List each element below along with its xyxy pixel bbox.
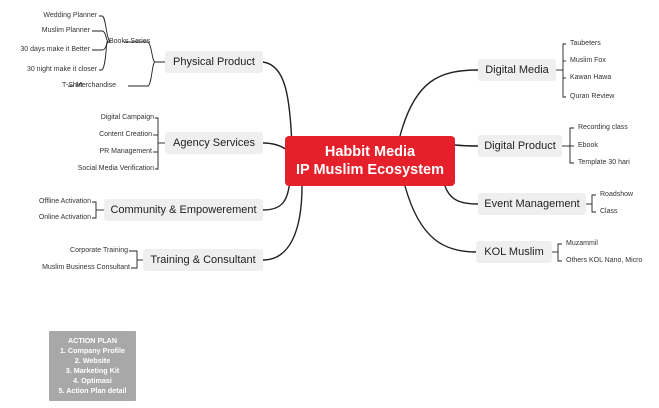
- node-digital-media[interactable]: Digital Media: [478, 59, 556, 81]
- leaf-quran-review[interactable]: Quran Review: [570, 93, 615, 100]
- action-plan-item: 3. Marketing Kit: [65, 366, 120, 375]
- node-physical-product[interactable]: Physical Product: [165, 51, 263, 73]
- node-label: Community & Empowerement: [110, 204, 257, 216]
- leaf-content-creation[interactable]: Content Creation: [99, 131, 152, 138]
- node-label: Physical Product: [173, 56, 255, 68]
- node-event-management[interactable]: Event Management: [478, 193, 586, 215]
- node-digital-product[interactable]: Digital Product: [478, 135, 562, 157]
- central-topic-title: Habbit Media: [324, 144, 416, 160]
- leaf-social-media-verification[interactable]: Social Media Verification: [77, 165, 154, 172]
- leaf-corporate-training[interactable]: Corporate Training: [70, 247, 128, 254]
- leaf-taubeters[interactable]: Taubeters: [570, 40, 601, 47]
- node-community-empowerement[interactable]: Community & Empowerement: [104, 199, 263, 221]
- action-plan-box[interactable]: ACTION PLAN 1. Company Profile 2. Websit…: [49, 331, 136, 401]
- leaf-muslim-planner[interactable]: Muslim Planner: [41, 27, 90, 34]
- leaf-class[interactable]: Class: [600, 208, 618, 215]
- node-label: Event Management: [484, 198, 580, 210]
- node-agency-services[interactable]: Agency Services: [165, 132, 263, 154]
- central-topic[interactable]: Habbit Media IP Muslim Ecosystem: [285, 136, 455, 186]
- action-plan-item: 2. Website: [74, 356, 111, 365]
- leaf-digital-campaign[interactable]: Digital Campaign: [100, 114, 154, 121]
- leaf-wedding-planner[interactable]: Wedding Planner: [43, 12, 97, 19]
- leaf-roadshow[interactable]: Roadshow: [600, 191, 634, 198]
- node-kol-muslim[interactable]: KOL Muslim: [476, 241, 552, 263]
- leaf-merchandise[interactable]: Merchandise: [76, 82, 117, 89]
- node-label: Training & Consultant: [150, 254, 256, 266]
- leaf-others-kol[interactable]: Others KOL Nano, Micro: [566, 257, 643, 264]
- leaf-muzammil[interactable]: Muzammil: [566, 240, 598, 247]
- leaf-template-30-hari[interactable]: Template 30 hari: [578, 159, 630, 166]
- leaf-online-activation[interactable]: Online Activation: [38, 214, 91, 221]
- action-plan-item: 4. Optimasi: [73, 376, 112, 385]
- leaf-t-shirt[interactable]: T-Shirt: [62, 82, 83, 89]
- action-plan-title: ACTION PLAN: [67, 336, 118, 345]
- leaf-30-days[interactable]: 30 days make it Better: [20, 46, 90, 53]
- leaf-offline-activation[interactable]: Offline Activation: [38, 198, 91, 205]
- action-plan-item: 1. Company Profile: [59, 346, 126, 355]
- leaf-pr-management[interactable]: PR Management: [99, 148, 152, 155]
- node-training-consultant[interactable]: Training & Consultant: [143, 249, 263, 271]
- leaf-muslim-fox[interactable]: Muslim Fox: [570, 57, 606, 64]
- node-label: Digital Media: [485, 64, 549, 76]
- central-topic-subtitle: IP Muslim Ecosystem: [295, 162, 445, 178]
- leaf-kawan-hawa[interactable]: Kawan Hawa: [570, 74, 612, 81]
- leaf-ebook[interactable]: Ebook: [578, 142, 598, 149]
- leaf-recording-class[interactable]: Recording class: [578, 124, 628, 131]
- node-label: KOL Muslim: [484, 246, 544, 258]
- action-plan-item: 5. Action Plan detail: [58, 386, 127, 395]
- leaf-books-series[interactable]: Books Series: [109, 38, 151, 45]
- leaf-muslim-business-consultant[interactable]: Muslim Business Consultant: [42, 264, 130, 271]
- node-label: Agency Services: [173, 137, 255, 149]
- node-label: Digital Product: [484, 140, 556, 152]
- leaf-30-night[interactable]: 30 night make it closer: [26, 66, 97, 73]
